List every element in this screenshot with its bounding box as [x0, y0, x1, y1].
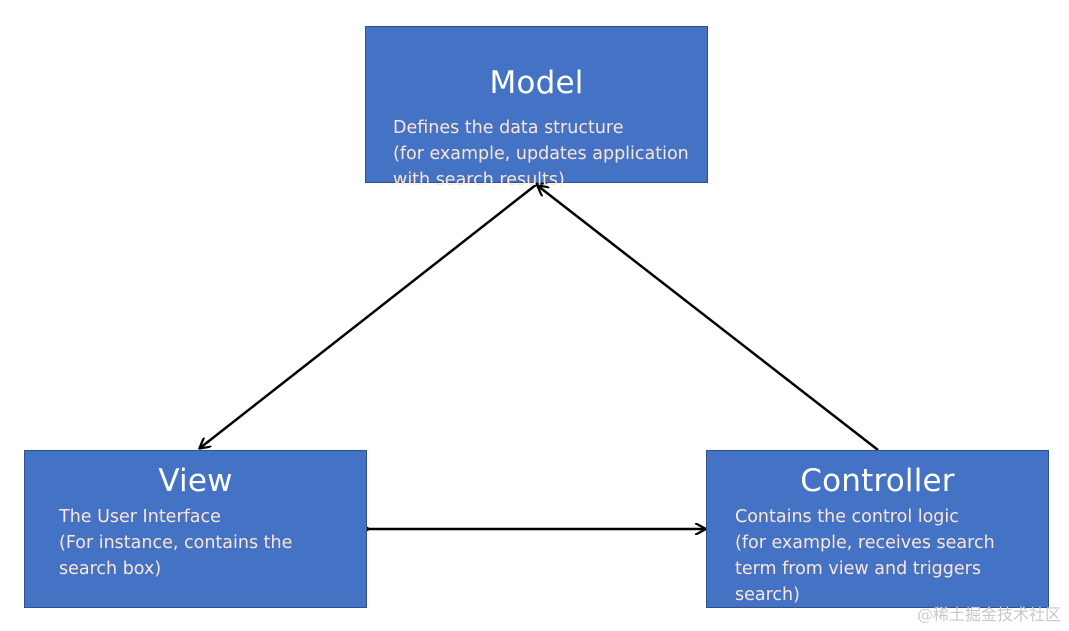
controller-model-arrow	[538, 186, 879, 451]
controller-desc-line: search)	[735, 585, 800, 605]
controller-desc-line: Contains the control logic	[735, 507, 959, 527]
view-desc-line: (For instance, contains the	[59, 533, 293, 553]
view-box: View The User Interface (For instance, c…	[24, 450, 367, 608]
watermark: @稀土掘金技术社区	[916, 605, 1061, 624]
model-description: Defines the data structure (for example,…	[393, 115, 689, 193]
model-title: Model	[489, 65, 584, 101]
controller-description: Contains the control logic (for example,…	[735, 504, 995, 608]
view-desc-line: search box)	[59, 559, 162, 579]
model-view-arrow	[200, 184, 537, 448]
model-box: Model Defines the data structure (for ex…	[365, 26, 708, 190]
view-title: View	[158, 463, 233, 499]
model-desc-line: (for example, updates application	[393, 144, 689, 164]
controller-desc-line: (for example, receives search	[735, 533, 995, 553]
model-desc-line: Defines the data structure	[393, 118, 624, 138]
model-desc-line: with search results)	[393, 170, 565, 190]
controller-title: Controller	[800, 463, 955, 499]
controller-desc-line: term from view and triggers	[735, 559, 981, 579]
view-description: The User Interface (For instance, contai…	[59, 504, 292, 582]
controller-box: Controller Contains the control logic (f…	[706, 450, 1049, 608]
view-desc-line: The User Interface	[59, 507, 221, 527]
